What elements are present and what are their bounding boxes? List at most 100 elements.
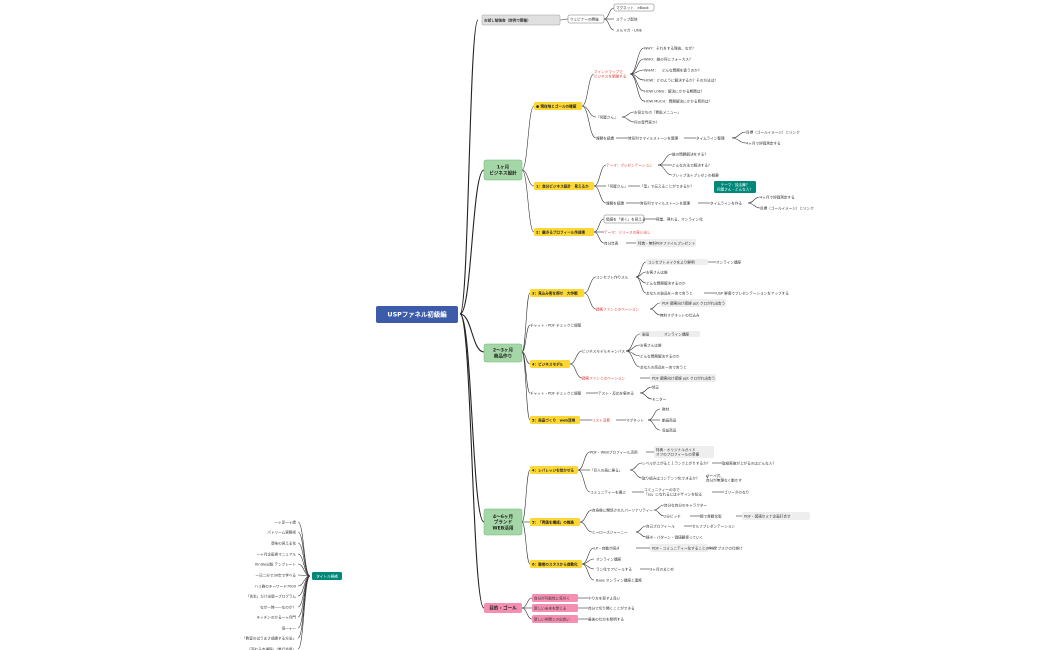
kadai-node[interactable]: 課題を認識: [606, 200, 624, 205]
model-child-2-label: どんな問題解決するのか: [640, 353, 680, 358]
list2-node-label: マグネット: [626, 417, 644, 422]
cm3-node-label: サブスクの仕掛け: [714, 545, 743, 550]
title-candidate-9: キッチンのかる一ヶ月門: [256, 614, 296, 619]
magnet-node-label: マグネット eBook: [616, 5, 650, 10]
concept-side1-label: オンライン講座: [716, 259, 742, 264]
m2-a-node[interactable]: 3：見込み客を探せ 大作戦: [530, 289, 584, 297]
pdf-node[interactable]: PDF・WEBプロフィール活用: [590, 449, 638, 454]
m1-a-node[interactable]: ● 現在地とゴールの確認: [534, 102, 582, 110]
model-node[interactable]: ビジネスモデルキャンバス: [582, 348, 626, 353]
mailmag-node-label: メルマガ・LINE: [616, 27, 643, 32]
magnet-node[interactable]: マグネット eBook: [613, 3, 655, 12]
goal-side-2-label: 最後の仕方を発明する: [588, 616, 624, 621]
goal-node[interactable]: 課題を認識: [596, 135, 614, 140]
b-bonus-node[interactable]: 顧客ファンとのベーション: [582, 375, 625, 380]
pdf-node-label: PDF・WEBプロフィール活用: [590, 449, 638, 454]
hi-node[interactable]: 価値を「書く」を見える: [603, 214, 646, 224]
title-candidate-6: ハリ雅のキーワード7000: [255, 583, 297, 588]
hito-node[interactable]: 「巨人の肩に乗る」: [590, 467, 622, 472]
story-child-0: 自分な自分のキャラクター: [664, 502, 707, 507]
story-child-0-label: 自分な自分のキャラクター: [664, 502, 707, 507]
story-child-1: 2分ピッチ: [664, 513, 681, 518]
list-child-1: 動画商品: [662, 417, 677, 422]
month1-node[interactable]: 1ヶ月ビジネス設計: [483, 159, 523, 181]
webinar-node-label: ウェビナーの開催: [570, 16, 599, 21]
webinar-node[interactable]: ウェビナーの開催: [567, 14, 605, 24]
m3-a-node-label: 4：レバレッジを効かせる: [532, 467, 574, 472]
bonus-node[interactable]: 顧客ファンとのベーション: [596, 306, 639, 311]
goal-item-1[interactable]: 新しい未来を想じる: [532, 604, 578, 612]
list-child-2-label: 収益商品: [662, 427, 677, 432]
chat2-child-0: 修正: [652, 384, 660, 389]
root-node[interactable]: USPファネル初級編: [376, 306, 458, 323]
nani-node[interactable]: 「何屋さん」: [606, 183, 628, 188]
list-node[interactable]: リスト活着: [592, 417, 610, 422]
comm2-node: コミュニティーの中で「sp」になれるにはデザインを知る: [644, 487, 702, 497]
bonus-child-0: PDF 顧客向け導線 ppt クロがれ出会う: [660, 299, 726, 307]
hero-child-0-label: 自己プロフィール: [646, 523, 675, 528]
out-node[interactable]: 自分年表: [604, 240, 619, 245]
chat2-child-0-label: 修正: [652, 384, 660, 389]
goal-item-0[interactable]: 自分が可能性に気付く: [532, 594, 578, 602]
title-candidate-node[interactable]: タイトル候補: [312, 572, 342, 580]
theme-node[interactable]: テーマ：プレゼンテーション: [606, 162, 653, 167]
chat2b-node-label: テスト・反応を集める: [598, 390, 634, 395]
goal-node[interactable]: 目的・ゴール: [484, 603, 522, 613]
concept-side2: USP 鮮度でプレゼンテーションをアップする: [716, 290, 789, 295]
concept-child-3: あなたの製品を一言で言うと: [646, 290, 693, 295]
title-candidate-0: 一ヶ足一ヶ歳: [274, 519, 296, 524]
cm-node[interactable]: LP・自動が続ぎ: [594, 545, 620, 550]
concept-node[interactable]: コンセプト作りスル: [596, 274, 629, 279]
m3-a-node[interactable]: 4：レバレッジを効かせる: [530, 466, 578, 474]
gift-node[interactable]: 「何屋さん」: [596, 114, 618, 119]
chat2-node[interactable]: チャット・PDF チェックと調整: [530, 390, 582, 395]
goal-item-2[interactable]: 新しい仲間との出会い: [532, 615, 578, 623]
cm-child-2: Base オンライン講座と連携: [596, 577, 642, 582]
hero-node[interactable]: ヒーローズジャーニー: [592, 529, 628, 534]
comm-node-label: コミュニティーを選ぶ: [590, 489, 626, 494]
teal-node[interactable]: テーマ：独る舞？何屋さん・どんな人？: [714, 181, 756, 193]
list-child-1-label: 動画商品: [662, 417, 677, 422]
chat2b-node: テスト・反応を集める: [598, 390, 634, 395]
chat1-node[interactable]: チャット・PDF チェックと調整: [530, 322, 582, 327]
m3-b-node-label: 5：「売価を構成」の推進: [532, 519, 574, 524]
month2-node[interactable]: 2〜3ヶ月商品作り: [483, 343, 523, 363]
model-child-1-label: お客さんは誰: [640, 342, 662, 347]
m1-c-node[interactable]: 2：働きるプロフィール作成術: [534, 228, 594, 236]
m1-b-node[interactable]: 1：自分ビジネス設計 見えるか: [534, 182, 594, 190]
title-candidate-8: なぜ一時一一なのか？: [260, 604, 296, 609]
hero-child-1-label: 鋳き・パターン・価値観使っていく: [646, 534, 703, 539]
kadai2-node-label: 時系列でマイルストーンを整理: [640, 200, 691, 205]
gift-node-label: 「何屋さん」: [596, 114, 618, 119]
goal3-node-label: タイムライン整理: [696, 135, 725, 140]
mm-node[interactable]: マインドマップでビジネスを俯瞰する: [594, 69, 627, 79]
model-node-label: ビジネスモデルキャンバス: [582, 348, 626, 353]
story-node[interactable]: 自身像に関係されたパーソナリティー: [592, 507, 653, 512]
mm-child-1: WHO：誰の何にフォーカス？: [644, 56, 693, 61]
comm-node[interactable]: コミュニティーを選ぶ: [590, 489, 626, 494]
hi2-node-label: 稼業、得れる、オンライン化: [656, 216, 703, 221]
goal-side-0-label: やり方を探すよ良い: [588, 595, 621, 600]
m3-c-node[interactable]: 6：聴者のスタスから自動化: [530, 560, 582, 568]
cm-child-2-label: Base オンライン講座と連携: [596, 577, 642, 582]
hito-side1-label: 取組実施が上がるのはどんな人？: [722, 460, 776, 465]
c-theme-node[interactable]: テーマ：リリースの見い出し: [604, 229, 651, 234]
m2-b-node[interactable]: 4：ビジネスモデル: [530, 360, 570, 368]
goal-item-1-label: 新しい未来を想じる: [534, 605, 567, 610]
m2-b-node-label: 4：ビジネスモデル: [532, 361, 564, 366]
comm3-node-label: ゴリーダのなり: [724, 489, 749, 494]
m3-b-node[interactable]: 5：「売価を構成」の推進: [530, 518, 580, 526]
step-node[interactable]: ステップ配信: [616, 16, 638, 21]
bonus-child-1-label: 無料マグネットの仕込み: [660, 312, 700, 317]
hero-child-1: 鋳き・パターン・価値観使っていく: [646, 534, 703, 539]
pdf-side: 特典・オリジナルガイドオフのプロフィールの準備: [654, 446, 714, 458]
theme-child-2-label: プレップ法＋プレゼンの概要: [672, 172, 719, 177]
mailmag-node[interactable]: メルマガ・LINE: [616, 27, 643, 32]
title-candidate-4: Kindle出版 テンプレート: [255, 561, 296, 566]
top-node[interactable]: お試し勉強会（定例で開催）: [481, 14, 561, 26]
m2-c-node[interactable]: 5：商品づくり web活用: [530, 416, 580, 424]
chat2-child-1-label: モニター: [652, 396, 667, 401]
m2-c-node-label: 5：商品づくり web活用: [532, 417, 576, 422]
